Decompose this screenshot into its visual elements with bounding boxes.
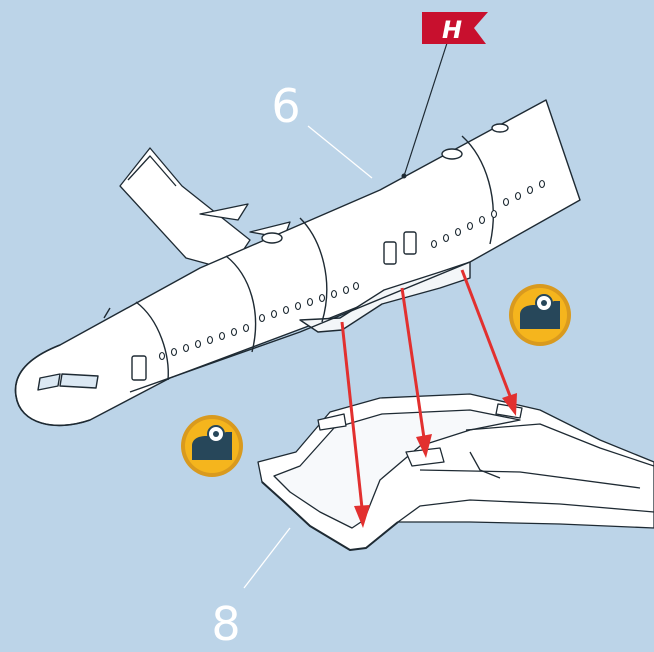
fuselage-part-number: 6: [271, 79, 300, 133]
flag-letter: H: [442, 16, 462, 44]
flag-icon: H: [422, 12, 488, 44]
fuselage-part: [15, 100, 580, 425]
leader-fuselage: [308, 126, 372, 178]
leader-wing: [244, 528, 290, 588]
tape-dispenser-icon: [509, 284, 571, 346]
leader-flag: [404, 40, 448, 176]
arrow-3: [462, 270, 510, 396]
wing-part-number: 8: [211, 597, 240, 651]
wing-part: [258, 394, 654, 550]
tape-dispenser-icon: [181, 415, 243, 477]
